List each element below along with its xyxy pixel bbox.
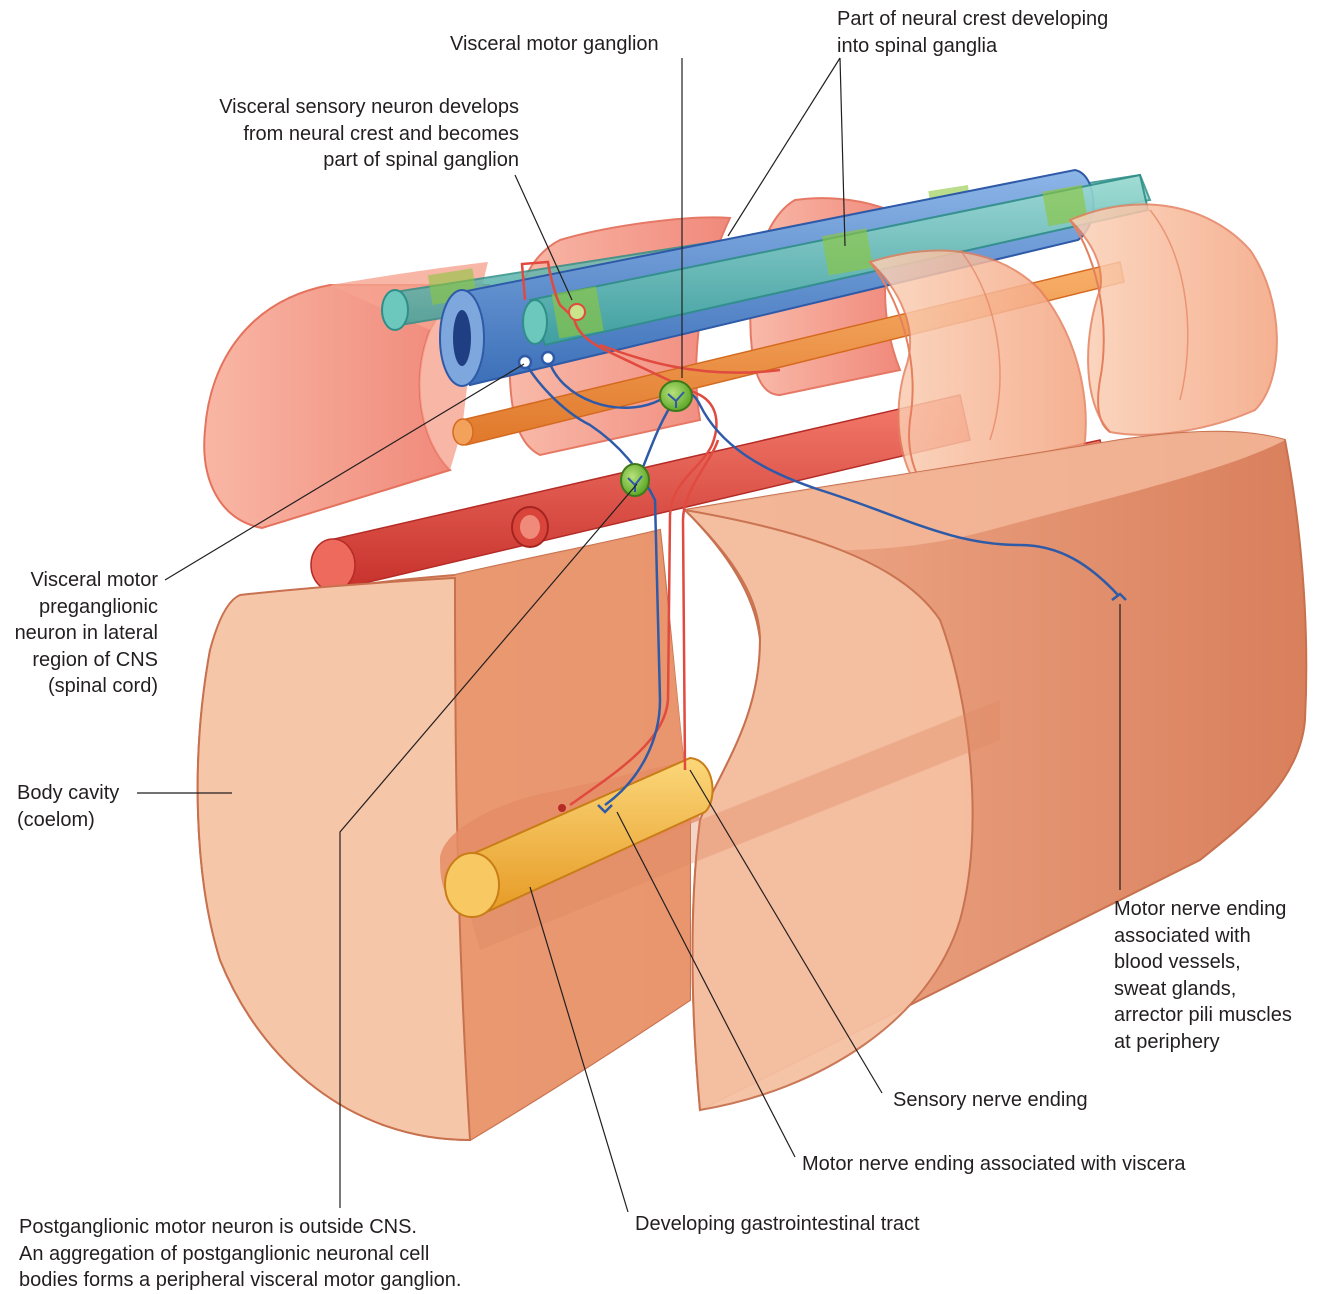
body-wall <box>196 430 1308 1142</box>
label-motor-nerve-ending-viscera: Motor nerve ending associated with visce… <box>802 1153 1186 1175</box>
somite-front-2 <box>1068 203 1278 436</box>
label-visceral-motor-ganglion: Visceral motor ganglion <box>450 33 659 55</box>
label-neural-crest-spinal-ganglia: Part of neural crest developing into spi… <box>837 8 1109 57</box>
label-visceral-sensory-neuron: Visceral sensory neuron develops from ne… <box>219 96 519 171</box>
sensory-neuron-cell <box>568 303 586 321</box>
label-sensory-nerve-ending: Sensory nerve ending <box>893 1089 1088 1111</box>
label-developing-gi-tract: Developing gastrointestinal tract <box>635 1213 920 1235</box>
developing-gut-tube <box>444 756 714 918</box>
visceral-motor-ganglion-upper <box>659 380 693 412</box>
label-visceral-motor-preganglionic: Visceral motor preganglionic neuron in l… <box>14 569 158 697</box>
leader-lines <box>137 57 1121 1213</box>
label-motor-nerve-ending-periphery: Motor nerve ending associated with blood… <box>1114 898 1292 1053</box>
sensory-ending-dot <box>558 804 566 812</box>
label-postganglionic-motor-neuron: Postganglionic motor neuron is outside C… <box>19 1216 462 1291</box>
visceral-motor-ganglion-lower <box>620 463 650 497</box>
label-body-cavity: Body cavity (coelom) <box>17 782 120 831</box>
